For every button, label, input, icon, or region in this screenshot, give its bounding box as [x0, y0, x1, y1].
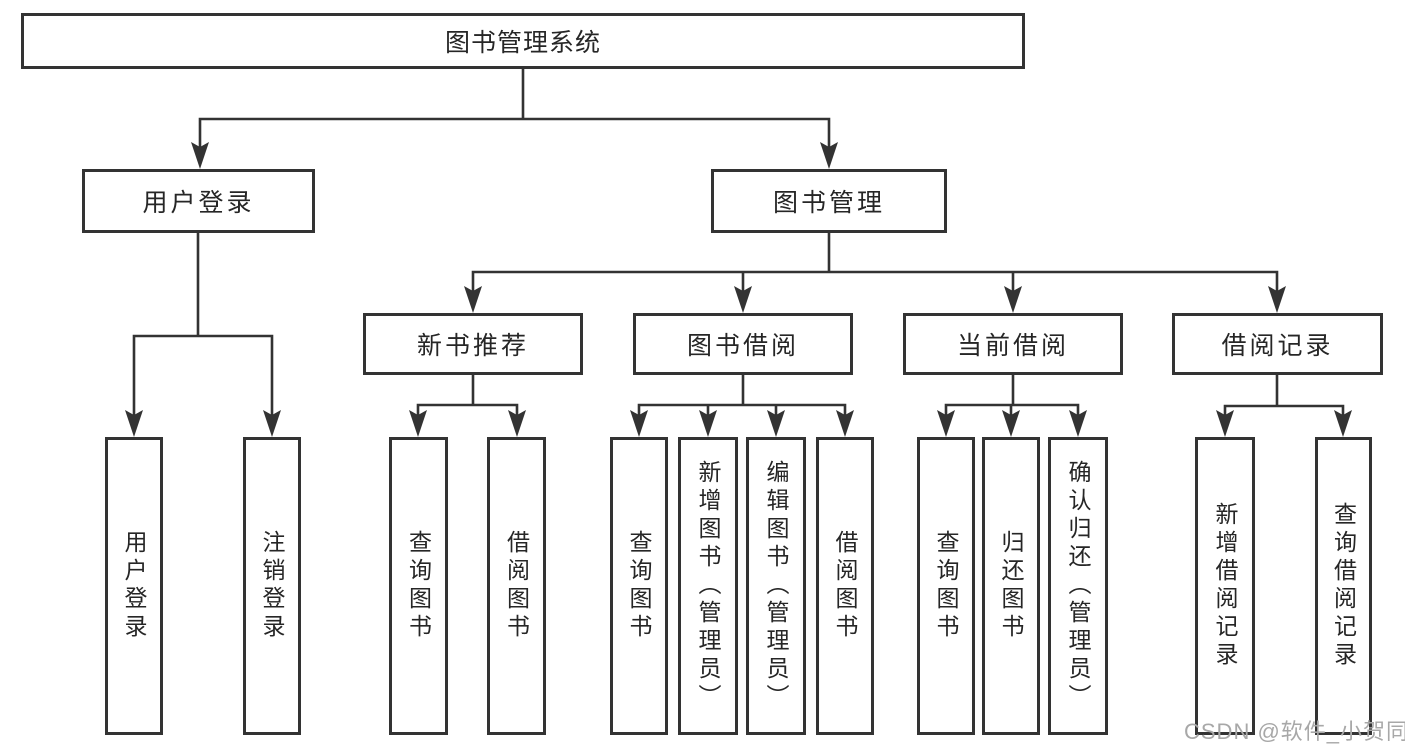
- leaf-bb-query-book: 查询图书: [610, 437, 668, 735]
- leaf-nb-query-book-label: 查询图书: [405, 530, 432, 642]
- leaf-bb-borrow-book-label: 借阅图书: [832, 530, 858, 642]
- leaf-cb-return-book-label: 归还图书: [998, 530, 1024, 642]
- leaf-bb-add-book-admin: 新增图书（管理员）: [678, 437, 738, 735]
- leaf-bb-edit-book-admin-label: 编辑图书（管理员）: [763, 460, 789, 712]
- leaf-nb-borrow-book: 借阅图书: [487, 437, 546, 735]
- node-borrowing-records-label: 借阅记录: [1221, 332, 1334, 360]
- leaf-br-add-record-label: 新增借阅记录: [1212, 502, 1238, 670]
- leaf-logout: 注销登录: [243, 437, 301, 735]
- node-system-root: 图书管理系统: [21, 13, 1025, 69]
- node-book-management: 图书管理: [711, 169, 947, 233]
- node-user-login: 用户登录: [82, 169, 315, 233]
- node-system-root-label: 图书管理系统: [444, 29, 601, 57]
- leaf-nb-borrow-book-label: 借阅图书: [503, 530, 530, 642]
- leaf-bb-edit-book-admin: 编辑图书（管理员）: [746, 437, 806, 735]
- leaf-cb-confirm-return-admin-label: 确认归还（管理员）: [1065, 460, 1091, 712]
- node-book-borrowing: 图书借阅: [633, 313, 853, 375]
- leaf-cb-confirm-return-admin: 确认归还（管理员）: [1048, 437, 1108, 735]
- node-user-login-label: 用户登录: [142, 189, 255, 217]
- leaf-cb-return-book: 归还图书: [982, 437, 1040, 735]
- node-book-borrowing-label: 图书借阅: [686, 332, 799, 360]
- leaf-user-login-label: 用户登录: [121, 530, 147, 642]
- leaf-br-add-record: 新增借阅记录: [1195, 437, 1255, 735]
- node-new-book-recommend-label: 新书推荐: [416, 332, 529, 360]
- node-new-book-recommend: 新书推荐: [363, 313, 583, 375]
- node-borrowing-records: 借阅记录: [1172, 313, 1383, 375]
- leaf-bb-query-book-label: 查询图书: [626, 530, 652, 642]
- leaf-br-query-record-label: 查询借阅记录: [1330, 502, 1357, 670]
- leaf-logout-label: 注销登录: [259, 530, 285, 642]
- connector-paths: [132, 67, 1345, 419]
- leaf-nb-query-book: 查询图书: [389, 437, 448, 735]
- leaf-br-query-record: 查询借阅记录: [1315, 437, 1372, 735]
- leaf-bb-add-book-admin-label: 新增图书（管理员）: [695, 460, 721, 712]
- leaf-cb-query-book-label: 查询图书: [933, 530, 959, 642]
- leaf-cb-query-book: 查询图书: [917, 437, 975, 735]
- leaf-user-login: 用户登录: [105, 437, 163, 735]
- node-current-borrowing: 当前借阅: [903, 313, 1123, 375]
- leaf-bb-borrow-book: 借阅图书: [816, 437, 874, 735]
- node-book-management-label: 图书管理: [772, 189, 885, 217]
- arrowheads: [125, 142, 1352, 437]
- node-current-borrowing-label: 当前借阅: [956, 332, 1069, 360]
- csdn-watermark: CSDN @软件_小贺同学: [1184, 719, 1405, 744]
